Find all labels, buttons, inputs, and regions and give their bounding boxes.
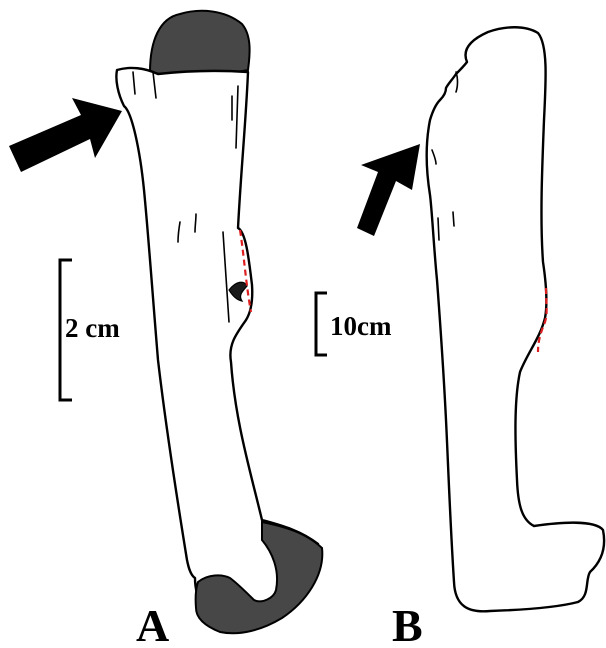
scale-label-b: 10cm [330, 311, 392, 341]
bone-b-outline [427, 27, 604, 611]
scale-bar-a: 2 cm [60, 260, 120, 400]
panel-label-b: B [392, 600, 423, 648]
arrow-b [357, 144, 420, 236]
arrow-a [9, 98, 122, 172]
panel-label-a: A [136, 600, 169, 648]
panel-a-drawing [116, 11, 322, 633]
proximal-articular-cap [150, 11, 250, 76]
scale-label-a: 2 cm [65, 313, 120, 343]
scale-bracket-b [316, 293, 327, 355]
bone-b-mark-4 [453, 212, 454, 226]
scale-bar-b: 10cm [316, 293, 392, 355]
shaft-mark-2 [195, 214, 196, 232]
bone-b-mark-3 [438, 218, 439, 240]
panel-b-drawing [427, 27, 604, 611]
